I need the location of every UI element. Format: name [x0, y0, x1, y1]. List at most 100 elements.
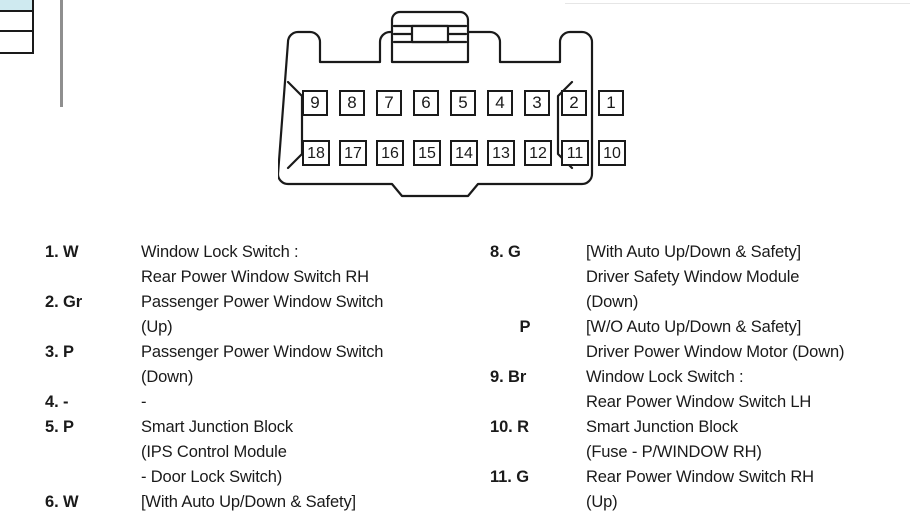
pin-legend-description-line: Window Lock Switch : — [586, 368, 744, 386]
pin-legend-label: 11. G — [490, 468, 529, 486]
pin-cell: 7 — [376, 90, 402, 116]
pin-legend-description: - — [141, 390, 475, 415]
pin-cell: 15 — [413, 140, 441, 166]
svg-text:11: 11 — [567, 145, 584, 162]
pin-legend-description-line: [W/O Auto Up/Down & Safety] — [586, 318, 802, 336]
pin-legend: 1. W Window Lock Switch : Rear Power Windo… — [0, 240, 910, 521]
pin-cell: 17 — [339, 140, 367, 166]
svg-text:8: 8 — [347, 93, 356, 112]
svg-text:2: 2 — [569, 93, 578, 112]
pin-cell: 4 — [487, 90, 513, 116]
pin-legend-left-column: 1. W Window Lock Switch : Rear Power Windo… — [45, 240, 475, 515]
svg-text:3: 3 — [532, 93, 541, 112]
svg-text:4: 4 — [495, 93, 504, 112]
pin-legend-row: 11. G Rear Power Window Switch RH (Up) — [490, 465, 910, 515]
table-fragment-cell — [0, 30, 34, 54]
pin-legend-row: 5. P Smart Junction Block (IPS Control Mod… — [45, 415, 475, 490]
pin-legend-description-line: Smart Junction Block — [141, 418, 293, 436]
pin-legend-row: 4. - - — [45, 390, 475, 415]
pin-legend-row: 9. Br Window Lock Switch : Rear Power Wind… — [490, 365, 910, 415]
svg-text:16: 16 — [381, 145, 399, 162]
pin-legend-description-line: - Door Lock Switch) — [141, 468, 283, 486]
pin-legend-description-line: (Up) — [141, 318, 173, 336]
pin-legend-description: Passenger Power Window Switch (Down) — [141, 340, 475, 390]
pin-legend-label: 3. P — [45, 343, 74, 361]
pin-legend-description-line: Rear Power Window Switch RH — [141, 268, 369, 286]
pin-row-bottom: 18 17 16 15 14 13 12 11 10 — [302, 140, 626, 166]
pin-legend-description-line: (Down) — [586, 293, 639, 311]
pin-legend-description-line: (Down) — [141, 368, 194, 386]
pin-legend-description-line: (Up) — [586, 493, 618, 511]
pin-legend-description: Smart Junction Block (Fuse - P/WINDOW RH) — [586, 415, 910, 465]
pin-legend-description-line: Driver Power Window Motor (Down) — [586, 343, 845, 361]
pin-legend-description: Rear Power Window Switch RH (Up) — [586, 465, 910, 515]
svg-text:18: 18 — [307, 145, 325, 162]
pin-cell: 9 — [302, 90, 328, 116]
pin-legend-description: Window Lock Switch : Rear Power Window Sw… — [586, 365, 910, 415]
svg-text:5: 5 — [458, 93, 467, 112]
pin-legend-label: 9. Br — [490, 368, 527, 386]
svg-text:17: 17 — [344, 145, 362, 162]
pin-legend-label: 6. W — [45, 493, 79, 511]
svg-text:12: 12 — [529, 145, 547, 162]
pin-cell: 16 — [376, 140, 404, 166]
pin-legend-label: 5. P — [45, 418, 74, 436]
pin-legend-right-column: 8. G[With Auto Up/Down & Safety]Driver S… — [490, 240, 910, 515]
pin-cell: 10 — [598, 140, 626, 166]
svg-text:13: 13 — [492, 145, 510, 162]
pin-legend-description: [With Auto Up/Down & Safety] Driver Safet… — [586, 240, 910, 315]
pin-legend-description: [With Auto Up/Down & Safety] — [141, 490, 475, 515]
pin-legend-row: 10. R Smart Junction Block (Fuse - P/WINDO… — [490, 415, 910, 465]
pin-legend-label: 4. - — [45, 393, 69, 411]
pin-legend-description: [W/O Auto Up/Down & Safety] Driver Power … — [586, 315, 910, 365]
pin-cell: 1 — [598, 90, 624, 116]
pin-legend-row: 6. W [With Auto Up/Down & Safety] — [45, 490, 475, 515]
pin-cell: 11 — [561, 140, 589, 166]
pin-legend-description-line: [With Auto Up/Down & Safety] — [141, 493, 356, 511]
pin-legend-description-line: Window Lock Switch : — [141, 243, 299, 261]
pin-legend-row: 1. W Window Lock Switch : Rear Power Windo… — [45, 240, 475, 290]
pin-legend-description-line: (IPS Control Module — [141, 443, 287, 461]
pin-legend-description-line: Driver Safety Window Module — [586, 268, 800, 286]
page-edge-divider — [60, 0, 63, 107]
svg-text:9: 9 — [310, 93, 319, 112]
pin-legend-description-line: [With Auto Up/Down & Safety] — [586, 243, 801, 261]
pin-legend-description-line: Rear Power Window Switch LH — [586, 393, 812, 411]
pin-legend-description: Window Lock Switch : Rear Power Window Sw… — [141, 240, 475, 290]
pin-cell: 8 — [339, 90, 365, 116]
pin-cell: 6 — [413, 90, 439, 116]
pin-legend-description-line: - — [141, 393, 147, 411]
pin-legend-description-line: Passenger Power Window Switch — [141, 343, 384, 361]
pin-legend-description: Passenger Power Window Switch (Up) — [141, 290, 475, 340]
top-horizontal-rule — [565, 3, 910, 4]
pin-cell: 13 — [487, 140, 515, 166]
svg-text:1: 1 — [606, 93, 615, 112]
pin-legend-label: 1. W — [45, 243, 79, 261]
pin-legend-label: 2. Gr — [45, 293, 83, 311]
svg-text:15: 15 — [418, 145, 436, 162]
pin-legend-description-line: Rear Power Window Switch RH — [586, 468, 814, 486]
pin-legend-row: 2. Gr Passenger Power Window Switch (Up) — [45, 290, 475, 340]
pin-row-top: 9 8 7 6 5 4 3 2 1 — [302, 90, 624, 116]
pin-cell: 2 — [561, 90, 587, 116]
pin-cell: 14 — [450, 140, 478, 166]
connector-diagram: 9 8 7 6 5 4 3 2 1 18 17 16 15 14 13 12 1… — [278, 8, 678, 214]
svg-text:10: 10 — [603, 145, 621, 162]
svg-text:6: 6 — [421, 93, 430, 112]
pin-cell: 3 — [524, 90, 550, 116]
pin-legend-description: Smart Junction Block (IPS Control Module -… — [141, 415, 475, 490]
table-fragment-cell — [0, 10, 34, 32]
pin-cell: 5 — [450, 90, 476, 116]
pin-legend-description-line: Smart Junction Block — [586, 418, 738, 436]
pin-legend-description-line: (Fuse - P/WINDOW RH) — [586, 443, 762, 461]
svg-text:14: 14 — [455, 145, 473, 162]
pin-legend-label: 10. R — [490, 418, 529, 436]
pin-cell: 18 — [302, 140, 330, 166]
pin-legend-row: P[W/O Auto Up/Down & Safety]Driver Power… — [490, 315, 910, 365]
svg-text:7: 7 — [384, 93, 393, 112]
pin-legend-row: 8. G[With Auto Up/Down & Safety]Driver S… — [490, 240, 910, 315]
page-edge-table-fragment — [0, 0, 34, 64]
pin-legend-description-line: Passenger Power Window Switch — [141, 293, 384, 311]
pin-cell: 12 — [524, 140, 552, 166]
pin-legend-row: 3. P Passenger Power Window Switch (Down) — [45, 340, 475, 390]
